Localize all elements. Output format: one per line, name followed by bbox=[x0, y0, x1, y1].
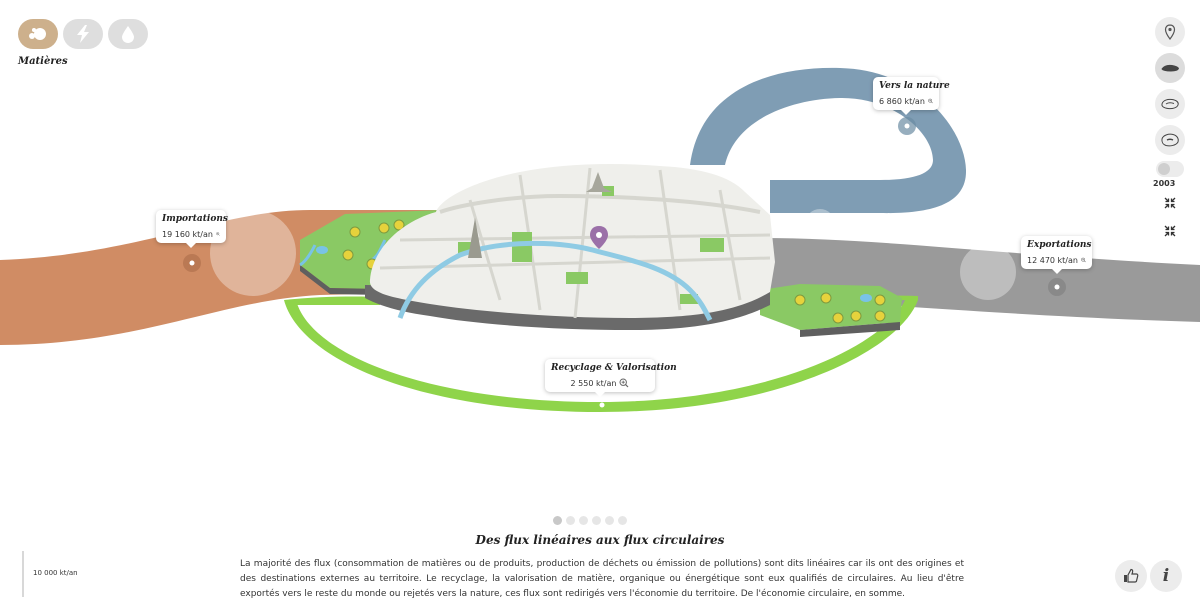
region-map-icon bbox=[1161, 133, 1179, 147]
active-category-label: Matières bbox=[18, 56, 68, 67]
sacre-coeur bbox=[586, 172, 612, 192]
collapse-icon bbox=[1164, 197, 1176, 209]
importations-label[interactable]: Importations 19 160 kt/an bbox=[156, 210, 228, 248]
map-toolbar: 2003 bbox=[1153, 17, 1186, 250]
nature-title: Vers la nature bbox=[879, 81, 950, 91]
collapse-icon bbox=[1164, 225, 1176, 237]
scale-paris-button[interactable] bbox=[1155, 53, 1185, 83]
recyclage-label[interactable]: Recyclage & Valorisation 2 550 kt/an bbox=[545, 359, 677, 397]
year-toggle-knob bbox=[1158, 163, 1170, 175]
recyclage-value: 2 550 kt/an bbox=[570, 378, 617, 388]
city-center-pin[interactable] bbox=[590, 226, 608, 249]
recyclage-anchor-dot bbox=[599, 402, 605, 408]
collapse-all-button[interactable] bbox=[1159, 222, 1181, 240]
nature-flow-knob[interactable] bbox=[805, 209, 835, 239]
importations-title: Importations bbox=[162, 214, 228, 224]
nature-value: 6 860 kt/an bbox=[879, 96, 925, 106]
like-button[interactable] bbox=[1115, 560, 1147, 592]
exportations-title: Exportations bbox=[1027, 240, 1092, 250]
location-button[interactable] bbox=[1155, 17, 1185, 47]
info-button[interactable]: i bbox=[1150, 560, 1182, 592]
petite-couronne-map-icon bbox=[1161, 98, 1179, 110]
paris-map-icon bbox=[1161, 64, 1180, 72]
thumbs-up-icon bbox=[1124, 568, 1139, 583]
scale-petite-couronne-button[interactable] bbox=[1155, 89, 1185, 119]
pager-dot[interactable] bbox=[553, 516, 562, 525]
pager-dot[interactable] bbox=[579, 516, 588, 525]
zoom-in-icon[interactable] bbox=[216, 229, 220, 239]
map-pin-icon bbox=[1164, 24, 1176, 40]
importations-flow-knob[interactable] bbox=[210, 210, 296, 296]
info-icon: i bbox=[1162, 566, 1170, 586]
exportations-flow-knob[interactable] bbox=[960, 244, 1016, 300]
exportations-label[interactable]: Exportations 12 470 kt/an bbox=[1021, 236, 1092, 274]
category-selector bbox=[18, 19, 148, 49]
category-energy-button[interactable] bbox=[63, 19, 103, 49]
collapse-button[interactable] bbox=[1159, 194, 1181, 212]
pager-dot[interactable] bbox=[592, 516, 601, 525]
seine-river bbox=[397, 240, 713, 322]
pager-dot[interactable] bbox=[605, 516, 614, 525]
pager-dot[interactable] bbox=[618, 516, 627, 525]
importations-value: 19 160 kt/an bbox=[162, 229, 213, 239]
pager-dot[interactable] bbox=[566, 516, 575, 525]
section-description: La majorité des flux (consommation de ma… bbox=[240, 559, 964, 599]
section-title: Des flux linéaires aux flux circulaires bbox=[475, 533, 725, 547]
category-materials-button[interactable] bbox=[18, 19, 58, 49]
slide-pager bbox=[553, 516, 627, 525]
energy-icon bbox=[77, 25, 89, 43]
year-toggle[interactable] bbox=[1156, 161, 1184, 177]
zoom-in-icon[interactable] bbox=[1081, 255, 1086, 265]
scale-region-button[interactable] bbox=[1155, 125, 1185, 155]
bois-de-vincennes-park bbox=[760, 284, 902, 330]
water-icon bbox=[122, 26, 134, 43]
scale-legend: 10 000 kt/an bbox=[22, 551, 82, 597]
scale-label: 10 000 kt/an bbox=[33, 569, 78, 577]
category-water-button[interactable] bbox=[108, 19, 148, 49]
zoom-in-icon[interactable] bbox=[619, 378, 629, 388]
eiffel-tower bbox=[468, 218, 482, 258]
year-label: 2003 bbox=[1153, 179, 1176, 188]
recyclage-flow-loop[interactable] bbox=[284, 300, 918, 412]
exportations-value: 12 470 kt/an bbox=[1027, 255, 1078, 265]
recyclage-title: Recyclage & Valorisation bbox=[551, 363, 677, 373]
zoom-in-icon[interactable] bbox=[928, 96, 933, 106]
materials-icon bbox=[29, 28, 46, 40]
flow-map-scene bbox=[0, 67, 1200, 412]
nature-label[interactable]: Vers la nature 6 860 kt/an bbox=[873, 77, 950, 115]
